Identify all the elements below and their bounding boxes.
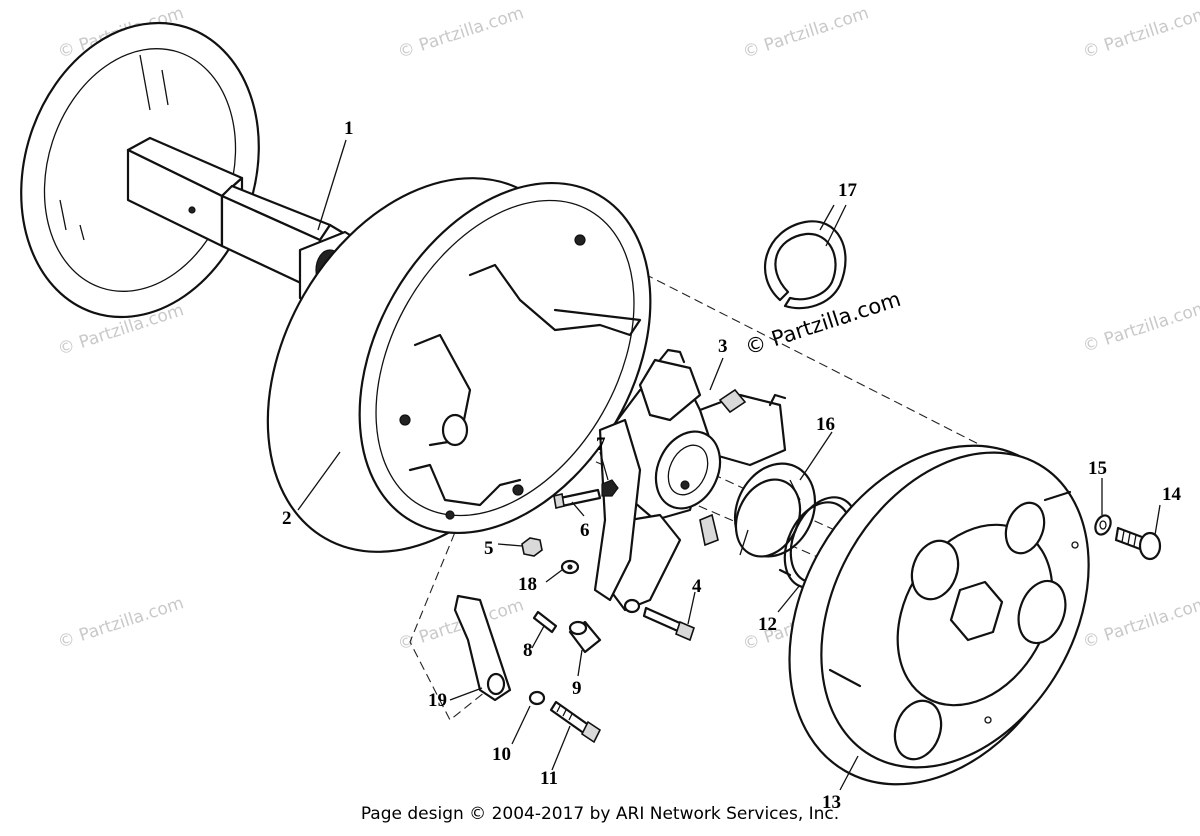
callout-14: 14 xyxy=(1162,484,1182,505)
watermark: © Partzilla.com xyxy=(395,3,526,63)
callout-12: 12 xyxy=(758,614,777,635)
watermark: © Partzilla.com xyxy=(55,593,186,653)
part-17-ring xyxy=(764,220,847,310)
part-15-washer xyxy=(1094,514,1112,536)
callout-15: 15 xyxy=(1088,458,1107,479)
callout-18: 18 xyxy=(518,574,537,595)
callout-labels: 1 2 3 4 5 6 7 8 9 10 11 12 13 14 15 16 1… xyxy=(282,118,1182,813)
part-6-bolt xyxy=(553,488,602,509)
callout-4: 4 xyxy=(692,576,702,597)
watermark: © Partzilla.com xyxy=(1080,3,1200,63)
part-14-bolt xyxy=(1114,526,1162,561)
part-4-bolt xyxy=(623,598,695,642)
callout-13: 13 xyxy=(822,792,841,813)
callout-17: 17 xyxy=(838,180,858,201)
page-credit: Page design © 2004-2017 by ARI Network S… xyxy=(360,804,840,824)
part-19-weight xyxy=(453,594,512,702)
callout-1: 1 xyxy=(344,118,354,139)
part-8-pin xyxy=(532,610,558,634)
callout-10: 10 xyxy=(492,744,511,765)
part-9-roller xyxy=(568,620,602,654)
part-16-bushing xyxy=(733,462,817,558)
callout-7: 7 xyxy=(596,434,606,455)
callout-19: 19 xyxy=(428,690,447,711)
callout-11: 11 xyxy=(540,768,558,789)
callout-9: 9 xyxy=(572,678,582,699)
leader-lines xyxy=(297,139,1161,791)
part-10-washer xyxy=(528,690,546,706)
callout-3: 3 xyxy=(718,336,728,357)
callout-6: 6 xyxy=(580,520,590,541)
part-11-bolt xyxy=(549,700,602,744)
part-5-nut xyxy=(521,537,543,557)
part-7-nut xyxy=(601,479,619,497)
part-2-housing xyxy=(266,177,652,553)
watermark: © Partzilla.com xyxy=(1080,297,1200,357)
watermark: © Partzilla.com xyxy=(1080,593,1200,653)
part-13-drum xyxy=(788,444,1090,786)
callout-16: 16 xyxy=(816,414,835,435)
part-18-washer xyxy=(560,559,580,575)
callout-8: 8 xyxy=(523,640,533,661)
callout-5: 5 xyxy=(484,538,494,559)
callout-2: 2 xyxy=(282,508,292,529)
part-3-spider xyxy=(593,348,787,612)
watermark: © Partzilla.com xyxy=(740,3,871,63)
